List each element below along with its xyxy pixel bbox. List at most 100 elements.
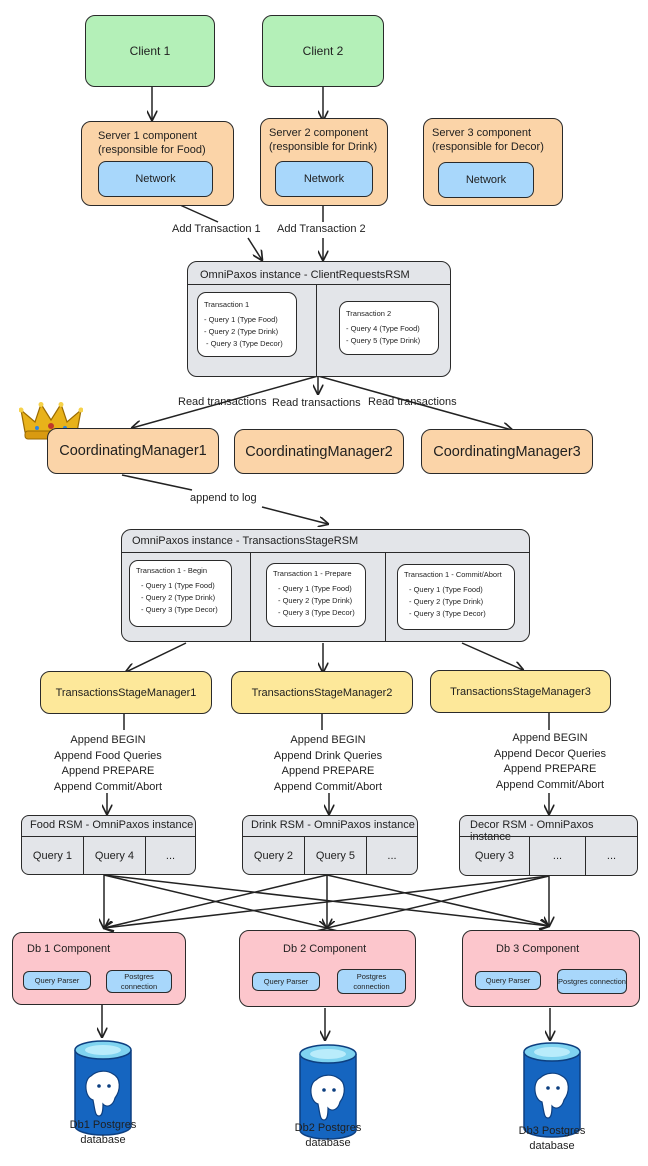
- stage-title: Transaction 1 - Begin: [136, 566, 208, 575]
- query-item: - Query 5 (Type Drink): [346, 336, 421, 345]
- food-rsm-title: Food RSM - OmniPaxos instance: [30, 819, 194, 831]
- db-label-line: database: [529, 1140, 575, 1152]
- add-transaction-1-label: Add Transaction 1: [172, 223, 261, 235]
- query-item: - Query 1 (Type Food): [141, 581, 215, 590]
- db-component-title: Db 3 Component: [496, 943, 580, 955]
- rsm-cell: ...: [165, 849, 176, 862]
- divider: [188, 284, 450, 285]
- server-2-subtitle: (responsible for Drink): [269, 141, 378, 153]
- stage-manager-label: TransactionsStageManager3: [450, 685, 591, 698]
- server-3-network: Network: [438, 162, 534, 198]
- rsm-cell: ...: [530, 837, 586, 875]
- network-label: Network: [135, 173, 176, 185]
- divider: [250, 552, 251, 641]
- db-component-title: Db 1 Component: [27, 943, 111, 955]
- query-item: - Query 1 (Type Food): [278, 584, 352, 593]
- divider: [243, 836, 417, 837]
- postgres-database-icon: [74, 1040, 132, 1136]
- server-3-title: Server 3 component: [432, 127, 532, 139]
- rsm-cell: Query 2: [243, 837, 305, 874]
- query-item: - Query 3 (Type Decor): [278, 608, 355, 617]
- db-3-component: Db 3 Component: [462, 930, 640, 1007]
- divider: [22, 836, 195, 837]
- db-1-component: Db 1 Component: [12, 932, 186, 1005]
- step-item: Append Commit/Abort: [273, 780, 383, 793]
- rsm-cell: Query 4: [84, 837, 146, 874]
- line-coord1-log: [121, 474, 193, 491]
- drink-rsm: Drink RSM - OmniPaxos instance Query 2 Q…: [242, 815, 418, 875]
- postgres-connection: Postgres connection: [106, 970, 172, 993]
- stage-title: Transaction 1 - Prepare: [273, 569, 352, 578]
- drink-rsm-title: Drink RSM - OmniPaxos instance: [251, 819, 415, 831]
- query-item: - Query 2 (Type Drink): [409, 597, 484, 606]
- server-1-subtitle: (responsible for Food): [98, 144, 206, 156]
- query-item: - Query 2 (Type Drink): [141, 593, 216, 602]
- rsm-cell: ...: [606, 850, 617, 862]
- client-requests-rsm-title: OmniPaxos instance - ClientRequestsRSM: [200, 269, 410, 281]
- client-2-label: Client 2: [302, 44, 344, 58]
- transactions-stage-rsm-title: OmniPaxos instance - TransactionsStageRS…: [132, 535, 359, 547]
- divider: [122, 552, 529, 553]
- stage-prepare-card: Transaction 1 - Prepare - Query 1 (Type …: [266, 563, 366, 627]
- query-item: - Query 4 (Type Food): [346, 324, 420, 333]
- db-label-line: Db1 Postgres: [69, 1119, 137, 1131]
- rsm-cell: ...: [387, 849, 397, 862]
- server-3-subtitle: (responsible for Decor): [432, 141, 544, 153]
- stage-manager-label: TransactionsStageManager1: [55, 686, 197, 699]
- db-1-label: Db1 Postgres database: [53, 1118, 153, 1148]
- read-transactions-label-2: Read transactions: [272, 397, 361, 409]
- query-parser: Query Parser: [252, 972, 320, 991]
- arrow-rsm-coord1: [132, 375, 319, 428]
- arrow-append-log: [261, 506, 328, 524]
- step-item: Append BEGIN: [512, 732, 588, 744]
- stage-title: Transaction 1 - Commit/Abort: [404, 570, 502, 579]
- line-server1-tx: [179, 204, 219, 223]
- query-item: - Query 3 (Type Decor): [206, 339, 283, 348]
- coordinating-manager-label: CoordinatingManager2: [245, 443, 393, 460]
- divider: [316, 284, 317, 376]
- rsm-cell: Query 5: [305, 837, 367, 874]
- arrow-rsm-tsm1: [126, 642, 187, 672]
- arrow-add-tx1: [247, 237, 262, 260]
- divider: [460, 836, 637, 837]
- client-1: Client 1: [85, 15, 215, 87]
- step-item: Append Commit/Abort: [53, 780, 163, 793]
- db-label-line: Db3 Postgres: [518, 1125, 586, 1137]
- divider: [385, 552, 386, 641]
- postgres-database-icon: [299, 1044, 357, 1140]
- stage-manager-3-steps: Append BEGIN Append Decor Queries Append…: [475, 731, 625, 793]
- postgres-database-icon: [523, 1042, 581, 1138]
- query-parser: Query Parser: [475, 971, 541, 990]
- arrow-rsm-coord3: [317, 375, 512, 430]
- step-item: Append BEGIN: [290, 734, 366, 746]
- stage-manager-1-steps: Append BEGIN Append Food Queries Append …: [36, 733, 180, 795]
- decor-rsm: Decor RSM - OmniPaxos instance Query 3 .…: [459, 815, 638, 876]
- rsm-cell: Query 1: [22, 837, 84, 874]
- db-label-line: database: [80, 1134, 126, 1146]
- query-item: - Query 2 (Type Drink): [204, 327, 279, 336]
- arrow-rsm-tsm3: [461, 642, 523, 670]
- postgres-connection: Postgres connection: [557, 969, 627, 994]
- read-transactions-label-3: Read transactions: [368, 396, 457, 408]
- coordinating-manager-label: CoordinatingManager3: [433, 443, 581, 460]
- stage-manager-label: TransactionsStageManager2: [251, 686, 393, 699]
- add-transaction-2-label: Add Transaction 2: [277, 223, 366, 235]
- query-item: - Query 1 (Type Food): [204, 315, 278, 324]
- db-label-line: database: [305, 1137, 351, 1149]
- client-2: Client 2: [262, 15, 384, 87]
- step-item: Append Commit/Abort: [495, 778, 605, 791]
- server-1-network: Network: [98, 161, 213, 197]
- transaction-title: Transaction 1: [204, 300, 250, 309]
- transactions-stage-manager-1: TransactionsStageManager1: [40, 671, 212, 714]
- transaction-1-card: Transaction 1 - Query 1 (Type Food) - Qu…: [197, 292, 297, 357]
- stage-manager-2-steps: Append BEGIN Append Drink Queries Append…: [256, 733, 400, 795]
- query-parser: Query Parser: [23, 971, 91, 990]
- coordinating-manager-3: CoordinatingManager3: [421, 429, 593, 474]
- server-2-title: Server 2 component: [269, 127, 369, 139]
- coordinating-manager-1: CoordinatingManager1: [47, 428, 219, 474]
- network-label: Network: [465, 174, 507, 186]
- query-item: - Query 3 (Type Decor): [141, 605, 218, 614]
- query-item: - Query 3 (Type Decor): [409, 609, 486, 618]
- stage-begin-card: Transaction 1 - Begin - Query 1 (Type Fo…: [129, 560, 232, 627]
